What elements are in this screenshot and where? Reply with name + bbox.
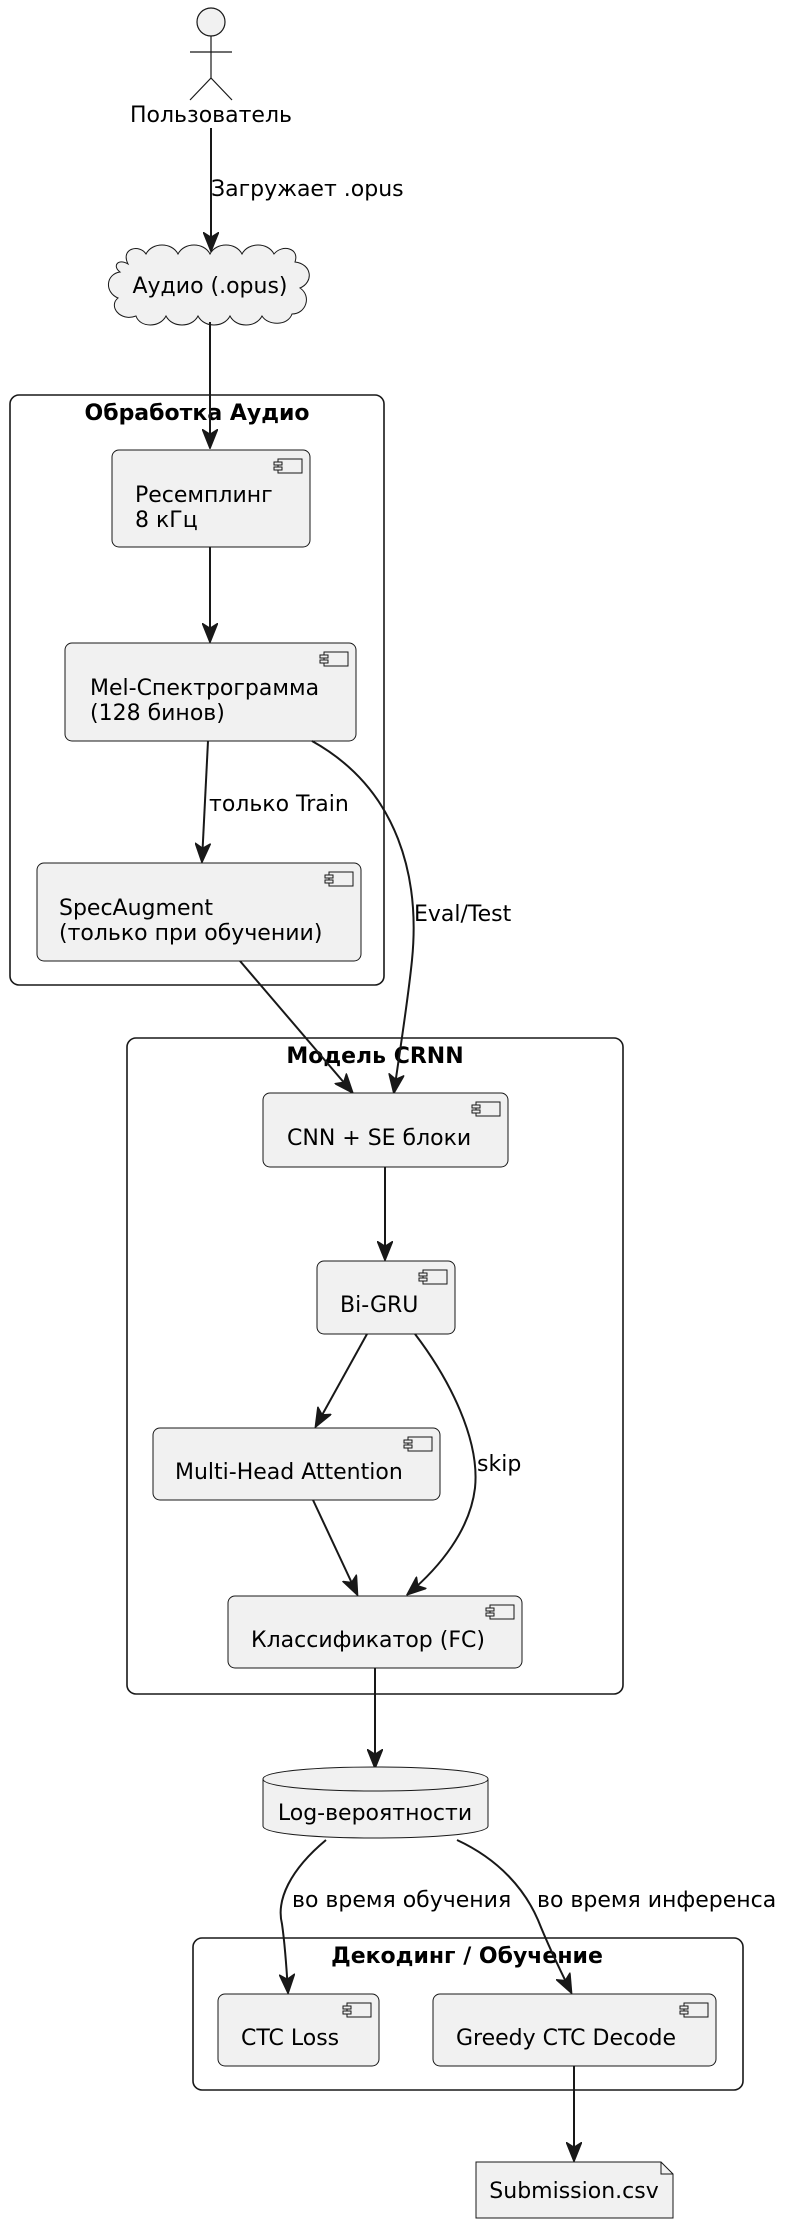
- package-frame: [192, 1937, 744, 2091]
- package-model-crnn: Модель CRNN: [126, 1037, 624, 1695]
- edge-label-eval-test: Eval/Test: [414, 902, 512, 927]
- fc-label: Классификатор (FC): [251, 1628, 485, 1653]
- mha-label: Multi-Head Attention: [175, 1460, 403, 1485]
- package-frame: [9, 394, 385, 986]
- edge-label-upload: Загружает .opus: [211, 177, 404, 202]
- component-classifier-fc: Классификатор (FC): [227, 1595, 523, 1669]
- component-icon: [471, 1101, 501, 1117]
- audio-cloud: Аудио (.opus): [108, 244, 310, 326]
- component-mel-spectrogram: Mel-Спектрограмма (128 бинов): [64, 642, 357, 742]
- cloud-label: Аудио (.opus): [132, 274, 287, 299]
- component-box: [152, 1427, 441, 1501]
- file-label: Submission.csv: [489, 2179, 658, 2204]
- component-box: [64, 642, 357, 742]
- edge-db-ctc-loss: [281, 1839, 327, 1992]
- component-ctc-loss: CTC Loss: [217, 1993, 380, 2067]
- component-icon: [273, 458, 303, 474]
- mel-line-1: Mel-Спектрограмма: [90, 676, 319, 701]
- resample-line-2: 8 кГц: [135, 508, 198, 533]
- cnn-label: CNN + SE блоки: [287, 1126, 471, 1151]
- component-box: [36, 862, 362, 962]
- ctc-loss-label: CTC Loss: [241, 2026, 339, 2051]
- edge-label-during-training: во время обучения: [292, 1888, 511, 1913]
- database-log-probs: Log-вероятности: [262, 1766, 489, 1839]
- file-fold: [660, 2162, 673, 2175]
- component-icon: [319, 651, 349, 667]
- edge-mha-fc: [312, 1499, 357, 1594]
- edge-specaug-cnn: [239, 960, 352, 1092]
- component-specaugment: SpecAugment (только при обучении): [36, 862, 362, 962]
- specaug-line-1: SpecAugment: [59, 896, 213, 921]
- actor-head: [196, 7, 226, 37]
- package-title-decode: Декодинг / Обучение: [331, 1944, 603, 1969]
- component-box: [217, 1993, 380, 2067]
- edge-mel-specaug: [202, 740, 208, 861]
- package-audio-processing: Обработка Аудио: [9, 394, 385, 986]
- file-shape: [475, 2161, 674, 2219]
- component-resample: Ресемплинг 8 кГц: [111, 449, 311, 548]
- component-icon: [418, 1269, 448, 1285]
- component-bi-gru: Bi-GRU: [316, 1260, 456, 1335]
- edge-mel-cnn: [311, 740, 415, 1092]
- edge-label-skip: skip: [477, 1452, 521, 1477]
- specaug-line-2: (только при обучении): [59, 921, 322, 946]
- package-title-model: Модель CRNN: [286, 1044, 463, 1069]
- database-label: Log-вероятности: [278, 1801, 472, 1826]
- mel-line-2: (128 бинов): [90, 701, 225, 726]
- user-actor: Пользователь: [130, 7, 292, 128]
- greedy-label: Greedy CTC Decode: [456, 2026, 676, 2051]
- component-icon: [342, 2002, 372, 2018]
- component-icon: [324, 871, 354, 887]
- component-icon: [485, 1604, 515, 1620]
- bigru-label: Bi-GRU: [340, 1293, 418, 1318]
- component-cnn-se: CNN + SE блоки: [262, 1092, 509, 1168]
- edge-bigru-mha: [316, 1333, 368, 1426]
- cloud-shape: [108, 244, 310, 326]
- database-top-rim: [262, 1778, 489, 1792]
- edge-label-train-only: только Train: [209, 792, 349, 817]
- component-multi-head-attention: Multi-Head Attention: [152, 1427, 441, 1501]
- package-title-audio: Обработка Аудио: [85, 401, 310, 426]
- component-icon: [403, 1436, 433, 1452]
- component-icon: [679, 2002, 709, 2018]
- edge-bigru-fc-skip: [408, 1333, 477, 1594]
- edge-label-during-inference: во время инференса: [537, 1888, 776, 1913]
- database-shape: [262, 1766, 489, 1839]
- file-submission-csv: Submission.csv: [475, 2161, 674, 2219]
- actor-label: Пользователь: [130, 103, 292, 128]
- resample-line-1: Ресемплинг: [135, 483, 273, 508]
- edge-db-greedy: [456, 1839, 571, 1992]
- component-greedy-ctc-decode: Greedy CTC Decode: [432, 1993, 717, 2067]
